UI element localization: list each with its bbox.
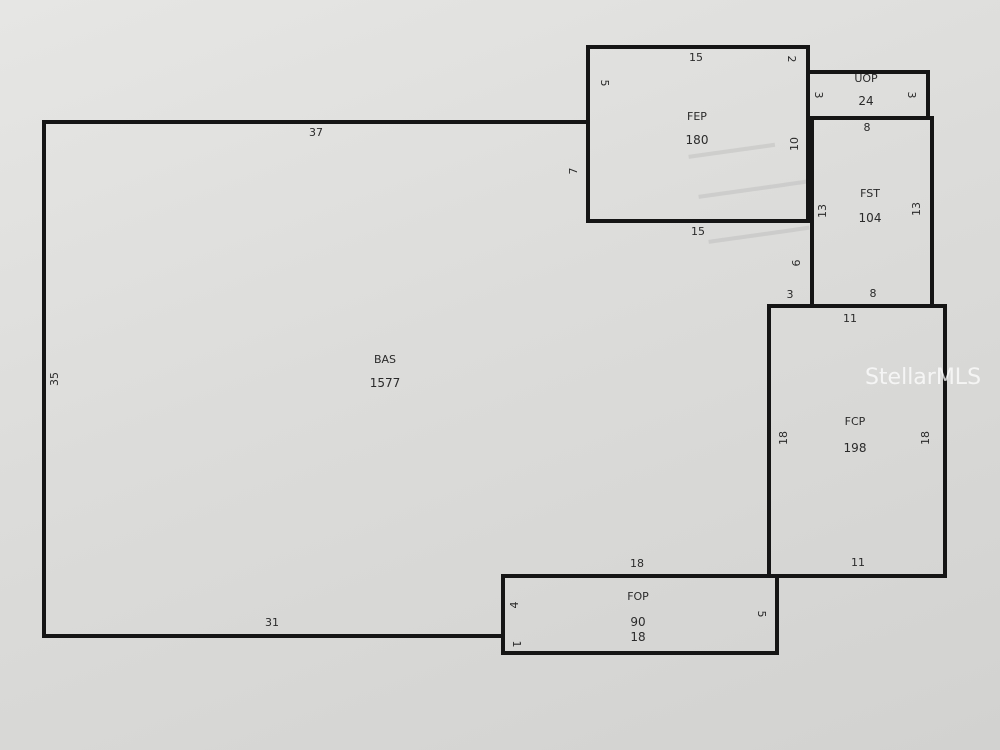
area-code-fep: FEP xyxy=(687,110,707,123)
dim-fop-small: 1 xyxy=(510,641,523,648)
watermark-logo: StellarMLS xyxy=(865,365,981,390)
dim-fop-left: 4 xyxy=(508,602,521,609)
dim-fep-bottom: 15 xyxy=(691,225,705,238)
dim-gap-vertical: 6 xyxy=(790,260,803,267)
area-label-bas: BAS 1577 xyxy=(370,353,401,390)
fcp-outline xyxy=(767,304,947,578)
dim-uop-left: 3 xyxy=(812,92,825,99)
dim-uop-right: 3 xyxy=(905,92,918,99)
area-extra-fop: 18 xyxy=(630,630,645,644)
svg-text:━━━━━━━━: ━━━━━━━━ xyxy=(696,167,816,211)
dim-fop-right: 5 xyxy=(755,611,768,618)
dim-fst-bottom: 8 xyxy=(870,287,877,300)
fep-outline xyxy=(586,45,810,223)
dim-fep-right: 10 xyxy=(788,137,801,151)
dim-fep-top: 15 xyxy=(689,51,703,64)
area-label-fst: FST 104 xyxy=(859,187,882,225)
area-value-bas: 1577 xyxy=(370,376,401,390)
dim-bas-top: 37 xyxy=(309,126,323,139)
area-code-fst: FST xyxy=(860,187,880,200)
dim-fep-corner: 2 xyxy=(785,56,798,63)
area-label-fep: FEP 180 xyxy=(686,110,709,147)
area-code-uop: UOP xyxy=(854,72,878,85)
area-value-fst: 104 xyxy=(859,211,882,225)
dim-fst-right: 13 xyxy=(910,202,923,216)
dim-fcp-right: 18 xyxy=(919,431,932,445)
dim-bas-notch: 7 xyxy=(567,168,580,175)
area-label-fop: FOP 90 18 xyxy=(627,590,649,644)
bas-outline xyxy=(42,120,588,638)
area-code-fcp: FCP xyxy=(845,415,866,428)
dim-fcp-left: 18 xyxy=(777,431,790,445)
area-code-bas: BAS xyxy=(374,353,396,366)
fop-outline xyxy=(501,574,779,655)
dim-uop-bottom: 8 xyxy=(864,121,871,134)
area-code-fop: FOP xyxy=(627,590,649,603)
dim-fst-left: 13 xyxy=(816,204,829,218)
area-value-fcp: 198 xyxy=(844,441,867,455)
area-value-fop: 90 xyxy=(630,615,645,629)
area-label-uop: UOP 24 xyxy=(854,72,878,108)
dim-bas-left: 35 xyxy=(48,372,61,386)
area-value-uop: 24 xyxy=(858,94,873,108)
area-label-fcp: FCP 198 xyxy=(844,415,867,455)
dim-fop-top: 18 xyxy=(630,557,644,570)
dim-bas-bottom: 31 xyxy=(265,616,279,629)
dim-fcp-top: 11 xyxy=(843,312,857,325)
area-value-fep: 180 xyxy=(686,133,709,147)
dim-fcp-bottom: 11 xyxy=(851,556,865,569)
dim-gap-horizontal: 3 xyxy=(787,288,794,301)
dim-fep-left: 5 xyxy=(598,80,611,87)
